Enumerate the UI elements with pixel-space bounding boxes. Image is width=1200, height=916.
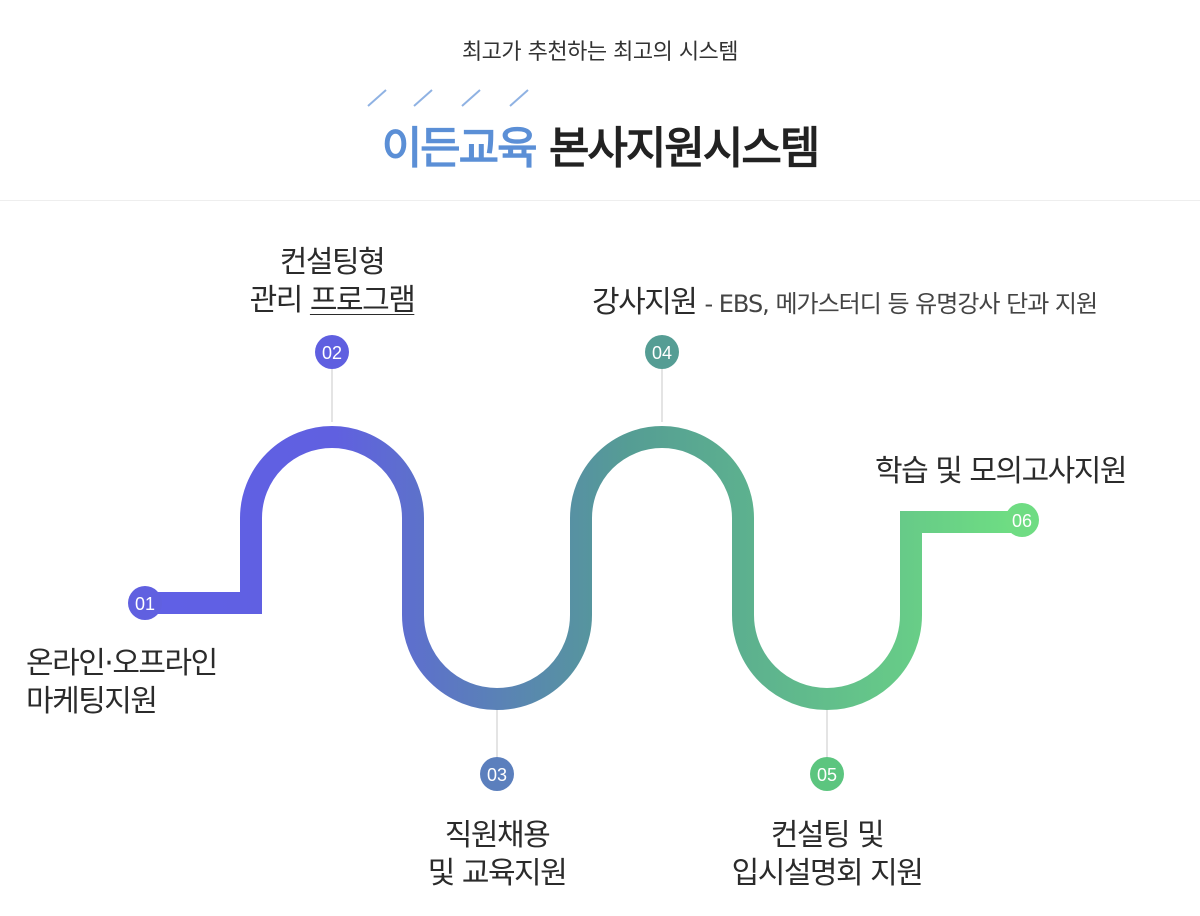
step-05-line2: 입시설명회 지원 (731, 856, 924, 891)
step-02-line2a: 관리 (249, 283, 310, 318)
node-01: 01 (128, 586, 162, 620)
node-number-05: 05 (817, 765, 837, 785)
step-02-line1: 컨설팅형 (279, 245, 386, 280)
step-02-line2: 관리 프로그램 (222, 282, 442, 320)
step-04-label: 강사지원 - EBS, 메가스터디 등 유명강사 단과 지원 (592, 284, 1098, 323)
step-01-label: 온라인·오프라인 마케팅지원 (26, 645, 218, 721)
node-03: 03 (480, 757, 514, 791)
node-04: 04 (645, 335, 679, 369)
decorative-slashes (367, 89, 529, 107)
step-04-detail: - EBS, 메가스터디 등 유명강사 단과 지원 (704, 290, 1098, 318)
node-number-04: 04 (652, 343, 672, 363)
step-04-title: 강사지원 (592, 285, 698, 320)
step-05-label: 컨설팅 및 입시설명회 지원 (707, 817, 947, 893)
node-05: 05 (810, 757, 844, 791)
step-03-line2: 및 교육지원 (427, 856, 568, 891)
title-rest: 본사지원시스템 (548, 123, 820, 174)
node-number-06: 06 (1012, 511, 1032, 531)
step-01-line1: 온라인·오프라인 (26, 646, 218, 681)
step-03-line1: 직원채용 (444, 818, 551, 853)
step-06-label: 학습 및 모의고사지원 (875, 453, 1127, 491)
step-05-line1: 컨설팅 및 (770, 818, 885, 853)
page-title: 이든교육 본사지원시스템 (0, 112, 1200, 176)
step-06-title: 학습 및 모의고사지원 (875, 454, 1127, 489)
serpentine-path (145, 426, 1024, 710)
step-01-line2: 마케팅지원 (26, 684, 158, 719)
header-subtitle: 최고가 추천하는 최고의 시스템 (461, 40, 739, 65)
node-06: 06 (1005, 503, 1039, 537)
process-panel (0, 200, 1200, 916)
node-number-02: 02 (322, 343, 342, 363)
step-02-line2b: 프로그램 (309, 283, 416, 318)
node-02: 02 (315, 335, 349, 369)
title-brand: 이든교육 (381, 123, 538, 174)
step-03-label: 직원채용 및 교육지원 (397, 817, 597, 893)
node-number-03: 03 (487, 765, 507, 785)
step-02-label: 컨설팅형 관리 프로그램 (222, 244, 442, 320)
node-number-01: 01 (135, 594, 155, 614)
